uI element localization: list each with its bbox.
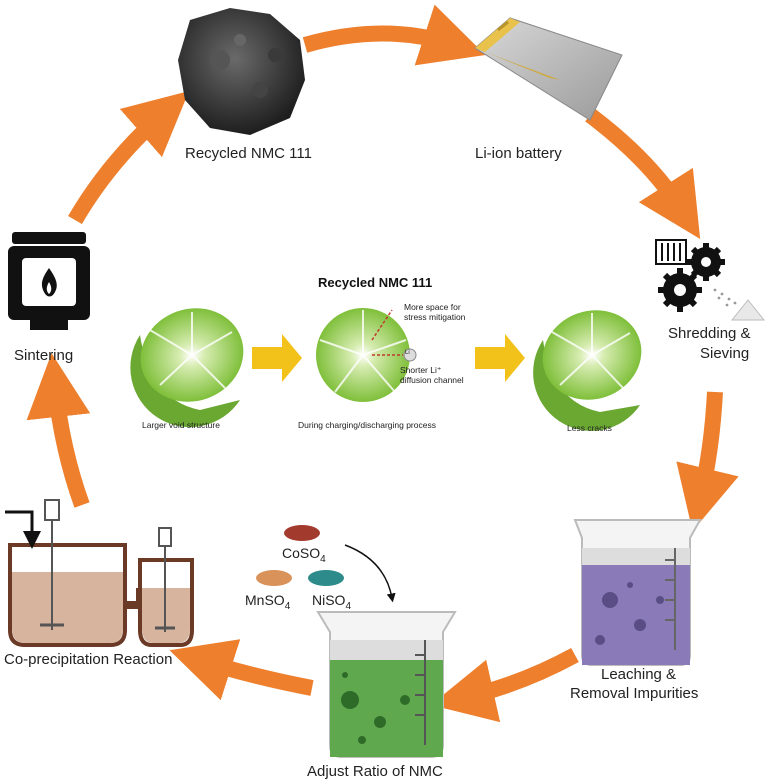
label-recycled-nmc: Recycled NMC 111: [185, 145, 312, 162]
label-mnso4: MnSO4: [245, 592, 291, 612]
arrow-shredding-to-leaching: [676, 391, 739, 532]
sintering-furnace-icon: [8, 232, 90, 330]
label-during-cycling: During charging/discharging process: [298, 420, 436, 430]
label-shorter-1: Shorter Li⁺: [400, 365, 442, 375]
sphere-center: [316, 308, 417, 402]
label-shredding-1: Shredding &: [668, 325, 751, 342]
cycle-arrows: [26, 4, 739, 723]
label-shredding-2: Sieving: [700, 345, 750, 362]
shredding-gears-icon: [655, 239, 766, 321]
powder-piles: [256, 525, 396, 603]
arrow-battery-to-shredding: [585, 108, 701, 240]
label-more-space-2: stress mitigation: [404, 312, 466, 322]
add-arrow: [344, 544, 396, 603]
coprecipitation-reactor-icon: [5, 499, 194, 647]
yellow-arrow-1: [252, 334, 302, 382]
label-more-space-1: More space for: [404, 302, 461, 312]
sphere-left: [130, 308, 244, 428]
arrow-nmc-to-battery: [302, 4, 486, 66]
label-leaching-2: Removal Impurities: [570, 685, 699, 702]
arrow-adjust-to-coprecip: [169, 639, 314, 701]
mnso4-powder: [256, 570, 292, 586]
arrow-leaching-to-adjust: [430, 647, 579, 723]
arrow-sintering-to-nmc: [68, 90, 190, 225]
leaching-beaker-icon: [573, 519, 702, 666]
sphere-right: [533, 310, 642, 431]
label-niso4: NiSO4: [312, 592, 352, 612]
label-li-ion-symbol: Li: [405, 350, 410, 356]
label-leaching-1: Leaching &: [601, 666, 677, 683]
li-ion-battery-icon: [474, 17, 623, 121]
adjust-ratio-beaker-icon: [316, 611, 457, 758]
recycled-nmc-powder-icon: [178, 8, 305, 135]
label-adjust-ratio: Adjust Ratio of NMC: [307, 763, 443, 780]
niso4-powder: [308, 570, 344, 586]
label-sintering: Sintering: [14, 347, 74, 364]
label-less-cracks: Less cracks: [567, 423, 612, 433]
label-shorter-2: diffusion channel: [400, 375, 464, 385]
label-coprecipitation: Co-precipitation Reaction: [4, 651, 173, 668]
arrow-coprecip-to-sintering: [26, 353, 91, 508]
yellow-arrow-2: [475, 334, 525, 382]
center-title: Recycled NMC 111: [318, 275, 433, 290]
label-li-ion-battery: Li-ion battery: [475, 145, 562, 162]
coso4-powder: [284, 525, 320, 541]
label-larger-void: Larger void structure: [142, 420, 220, 430]
label-coso4: CoSO4: [282, 545, 326, 565]
